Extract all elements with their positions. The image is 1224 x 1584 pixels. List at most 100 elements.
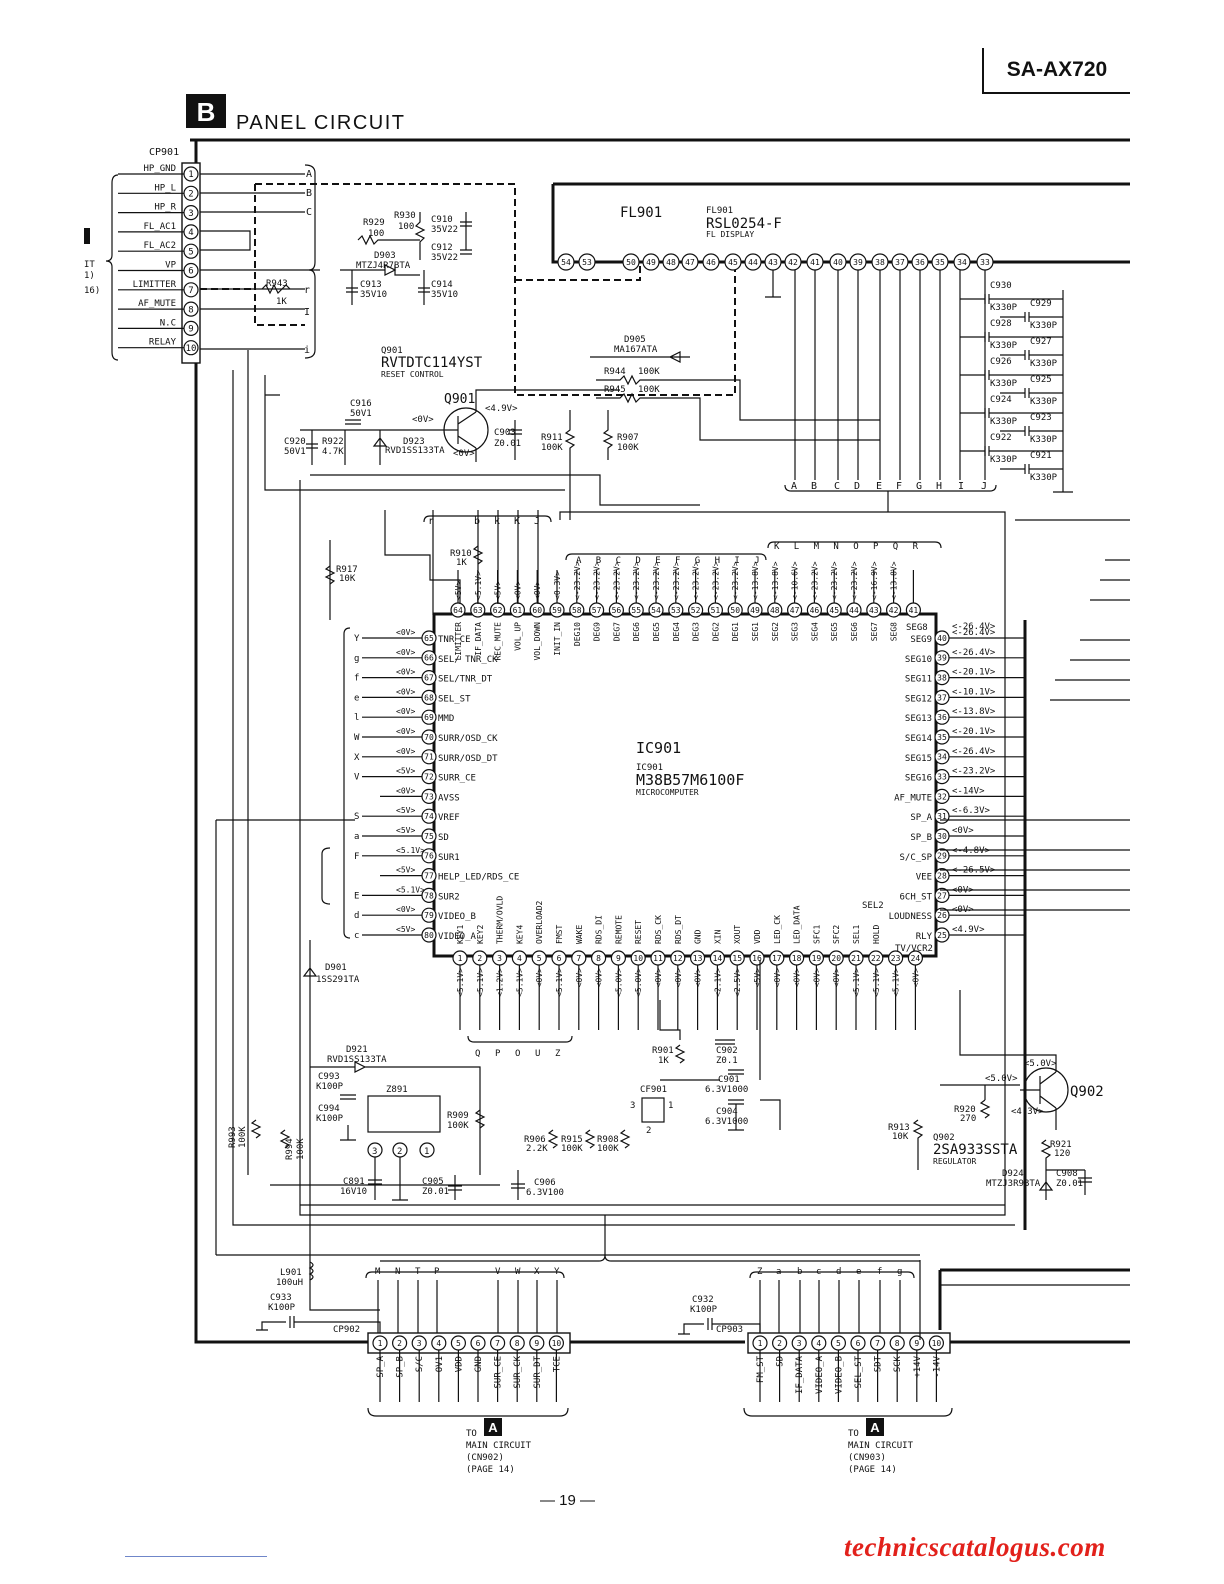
c993-val: K100P (316, 1082, 344, 1092)
c910-val: 35V22 (431, 225, 458, 235)
ic901-seg8-label: SEG8 (906, 623, 928, 633)
r943-ref: R943 (266, 279, 288, 289)
ic901-pin-76-number: 76 (424, 852, 434, 861)
d901-ref: D901 (325, 963, 347, 973)
model-title-box: SA-AX720 (982, 48, 1130, 94)
r944-ref: R944 (604, 367, 626, 377)
cp903-pin-list: 1FM_ST2SD3IF_DATA4VIDEO_A5VIDEO_B6SEL_ST… (747, 1332, 951, 1402)
fl-bus-letter: D (854, 481, 860, 492)
ic901-pin-71-number: 71 (424, 753, 434, 762)
cp902-top-letter: X (534, 1267, 540, 1277)
z891-section: D921 RVD1SS133TA C993 K100P C994 K100P Z… (228, 1045, 486, 1201)
ic901-pin-68-number: 68 (424, 693, 434, 702)
fl901-pin-45-number: 45 (728, 258, 738, 267)
cp901-pin-8-number: 8 (188, 305, 193, 315)
ic901-pin-name: SEG9 (910, 635, 932, 645)
ic901-top-letter: F (675, 556, 680, 566)
ic901-pin-name: SEG3 (791, 622, 800, 641)
q901-ve: <0V> (453, 449, 475, 459)
ic901-pin-voltage: <5V> (454, 581, 463, 600)
fl-bus-letter: F (896, 481, 902, 492)
d905-section: D905 MA167ATA R944 100K R945 100K (590, 335, 880, 441)
watermark-link[interactable]: technicscatalogus.com (844, 1532, 1106, 1562)
ic901-pin-voltage: <-23.2V> (952, 767, 996, 777)
ic901-pin-6-number: 6 (557, 954, 562, 963)
q901-reset-section: Q901 RVTDTC114YST RESET CONTROL Q901 <0V… (264, 346, 639, 520)
ic901-pin-72-number: 72 (424, 772, 434, 781)
fl901-pin-47-number: 47 (685, 258, 695, 267)
fl-cap-val: K330P (1030, 397, 1058, 407)
cp903-top-letter: c (816, 1267, 821, 1277)
ic901-pin-17-number: 17 (772, 954, 782, 963)
r909-ref: R909 (447, 1111, 469, 1121)
ic901-pin-name: AVSS (438, 793, 460, 803)
r922-ref: R922 (322, 437, 344, 447)
ic901-pin-name: DEG1 (731, 622, 740, 641)
ic901-pin-voltage: <-14V> (952, 786, 985, 796)
ic901-desc: MICROCOMPUTER (636, 788, 699, 797)
cp901-pin-9-number: 9 (188, 325, 193, 335)
r915-val: 100K (561, 1144, 583, 1154)
cp902-top-letter: M (375, 1267, 381, 1277)
ic901-pin-67-number: 67 (424, 673, 434, 682)
ic901-pin-21-number: 21 (851, 954, 861, 963)
r917-val: 10K (339, 574, 356, 584)
r994-ref: R994 (285, 1138, 295, 1160)
ic901-pin-name: WAKE (575, 925, 584, 944)
ic901-pin-name: HELP_LED/RDS_CE (438, 873, 519, 883)
ic901-pin-name: KEY2 (476, 925, 485, 944)
ic901-pin-voltage: <4.9V> (952, 925, 985, 935)
c920-val: 50V1 (284, 447, 306, 457)
cp902-badge: A (488, 1420, 498, 1435)
ic901-pin-23-number: 23 (891, 954, 901, 963)
cp902-dest: MAIN CIRCUIT (466, 1441, 532, 1451)
cp903-badge: A (870, 1420, 880, 1435)
ic901-pin-voltage: <0V> (812, 968, 821, 987)
ic901-pin-voltage: <1.2V> (496, 968, 505, 997)
ic901-bottom-pins: 1<5.1V>KEY12<5.1V>KEY23<1.2V>THERM/OVLD4… (452, 896, 924, 1059)
ic901-part: M38B57M6100F (636, 771, 744, 789)
cp902-ref: CP902 (333, 1325, 360, 1335)
ic901-pin-voltage: <-23.2V> (850, 561, 859, 600)
ic901-pin-name: 6CH_ST (899, 892, 932, 902)
c906-ref: C906 (534, 1178, 556, 1188)
r911-val: 100K (541, 443, 563, 453)
ic901-pin-voltage: <-13.8V> (952, 707, 996, 717)
fl901-subref: FL901 (706, 206, 733, 216)
ic901-bottom-letter: Q (475, 1049, 480, 1059)
ic901-pin-name: SUR1 (438, 853, 460, 863)
fl901-pin-36-number: 36 (915, 258, 925, 267)
ic901-pin-60-number: 60 (532, 606, 542, 615)
ic901-pin-name: SEG11 (905, 675, 932, 685)
c891-val: 16V10 (340, 1187, 367, 1197)
ic901-top-letter: R (913, 542, 919, 552)
ic901-pin-10-number: 10 (633, 954, 643, 963)
ic901-pin-voltage: <-23.2V> (632, 561, 641, 600)
ic901-pin-name: INIT_IN (553, 622, 562, 656)
cp903-pin-2-number: 2 (777, 1339, 782, 1348)
bus-letter-C: C (306, 207, 312, 218)
ic901-bottom-letter: O (515, 1049, 520, 1059)
cp902-top-letter: T (415, 1267, 421, 1277)
q901-ref: Q901 (381, 346, 403, 356)
ic901-pin-voltage: <5.1V> (456, 968, 465, 997)
r907-val: 100K (617, 443, 639, 453)
ic901-pin-voltage: <0V> (396, 905, 415, 914)
ic901-pin-name: VDD (753, 929, 762, 944)
cp901-pin-label: RELAY (149, 338, 177, 348)
cp902-page: (PAGE 14) (466, 1465, 515, 1475)
ic901-pin-1-number: 1 (458, 954, 463, 963)
ic901-top-letter: G (695, 556, 700, 566)
ic901-pin-voltage: <-23.2V> (652, 561, 661, 600)
q902-vtop: <5.0V> (1024, 1059, 1057, 1069)
ic901-top-letter: Q (893, 542, 898, 552)
c912-ref: C912 (431, 243, 453, 253)
cp901-pin-label: N.C (160, 318, 176, 328)
d921-val: RVD1SS133TA (327, 1055, 387, 1065)
ic901-pin-42-number: 42 (889, 606, 899, 615)
r917-ref: R917 (336, 565, 358, 575)
c993-ref: C993 (318, 1072, 340, 1082)
